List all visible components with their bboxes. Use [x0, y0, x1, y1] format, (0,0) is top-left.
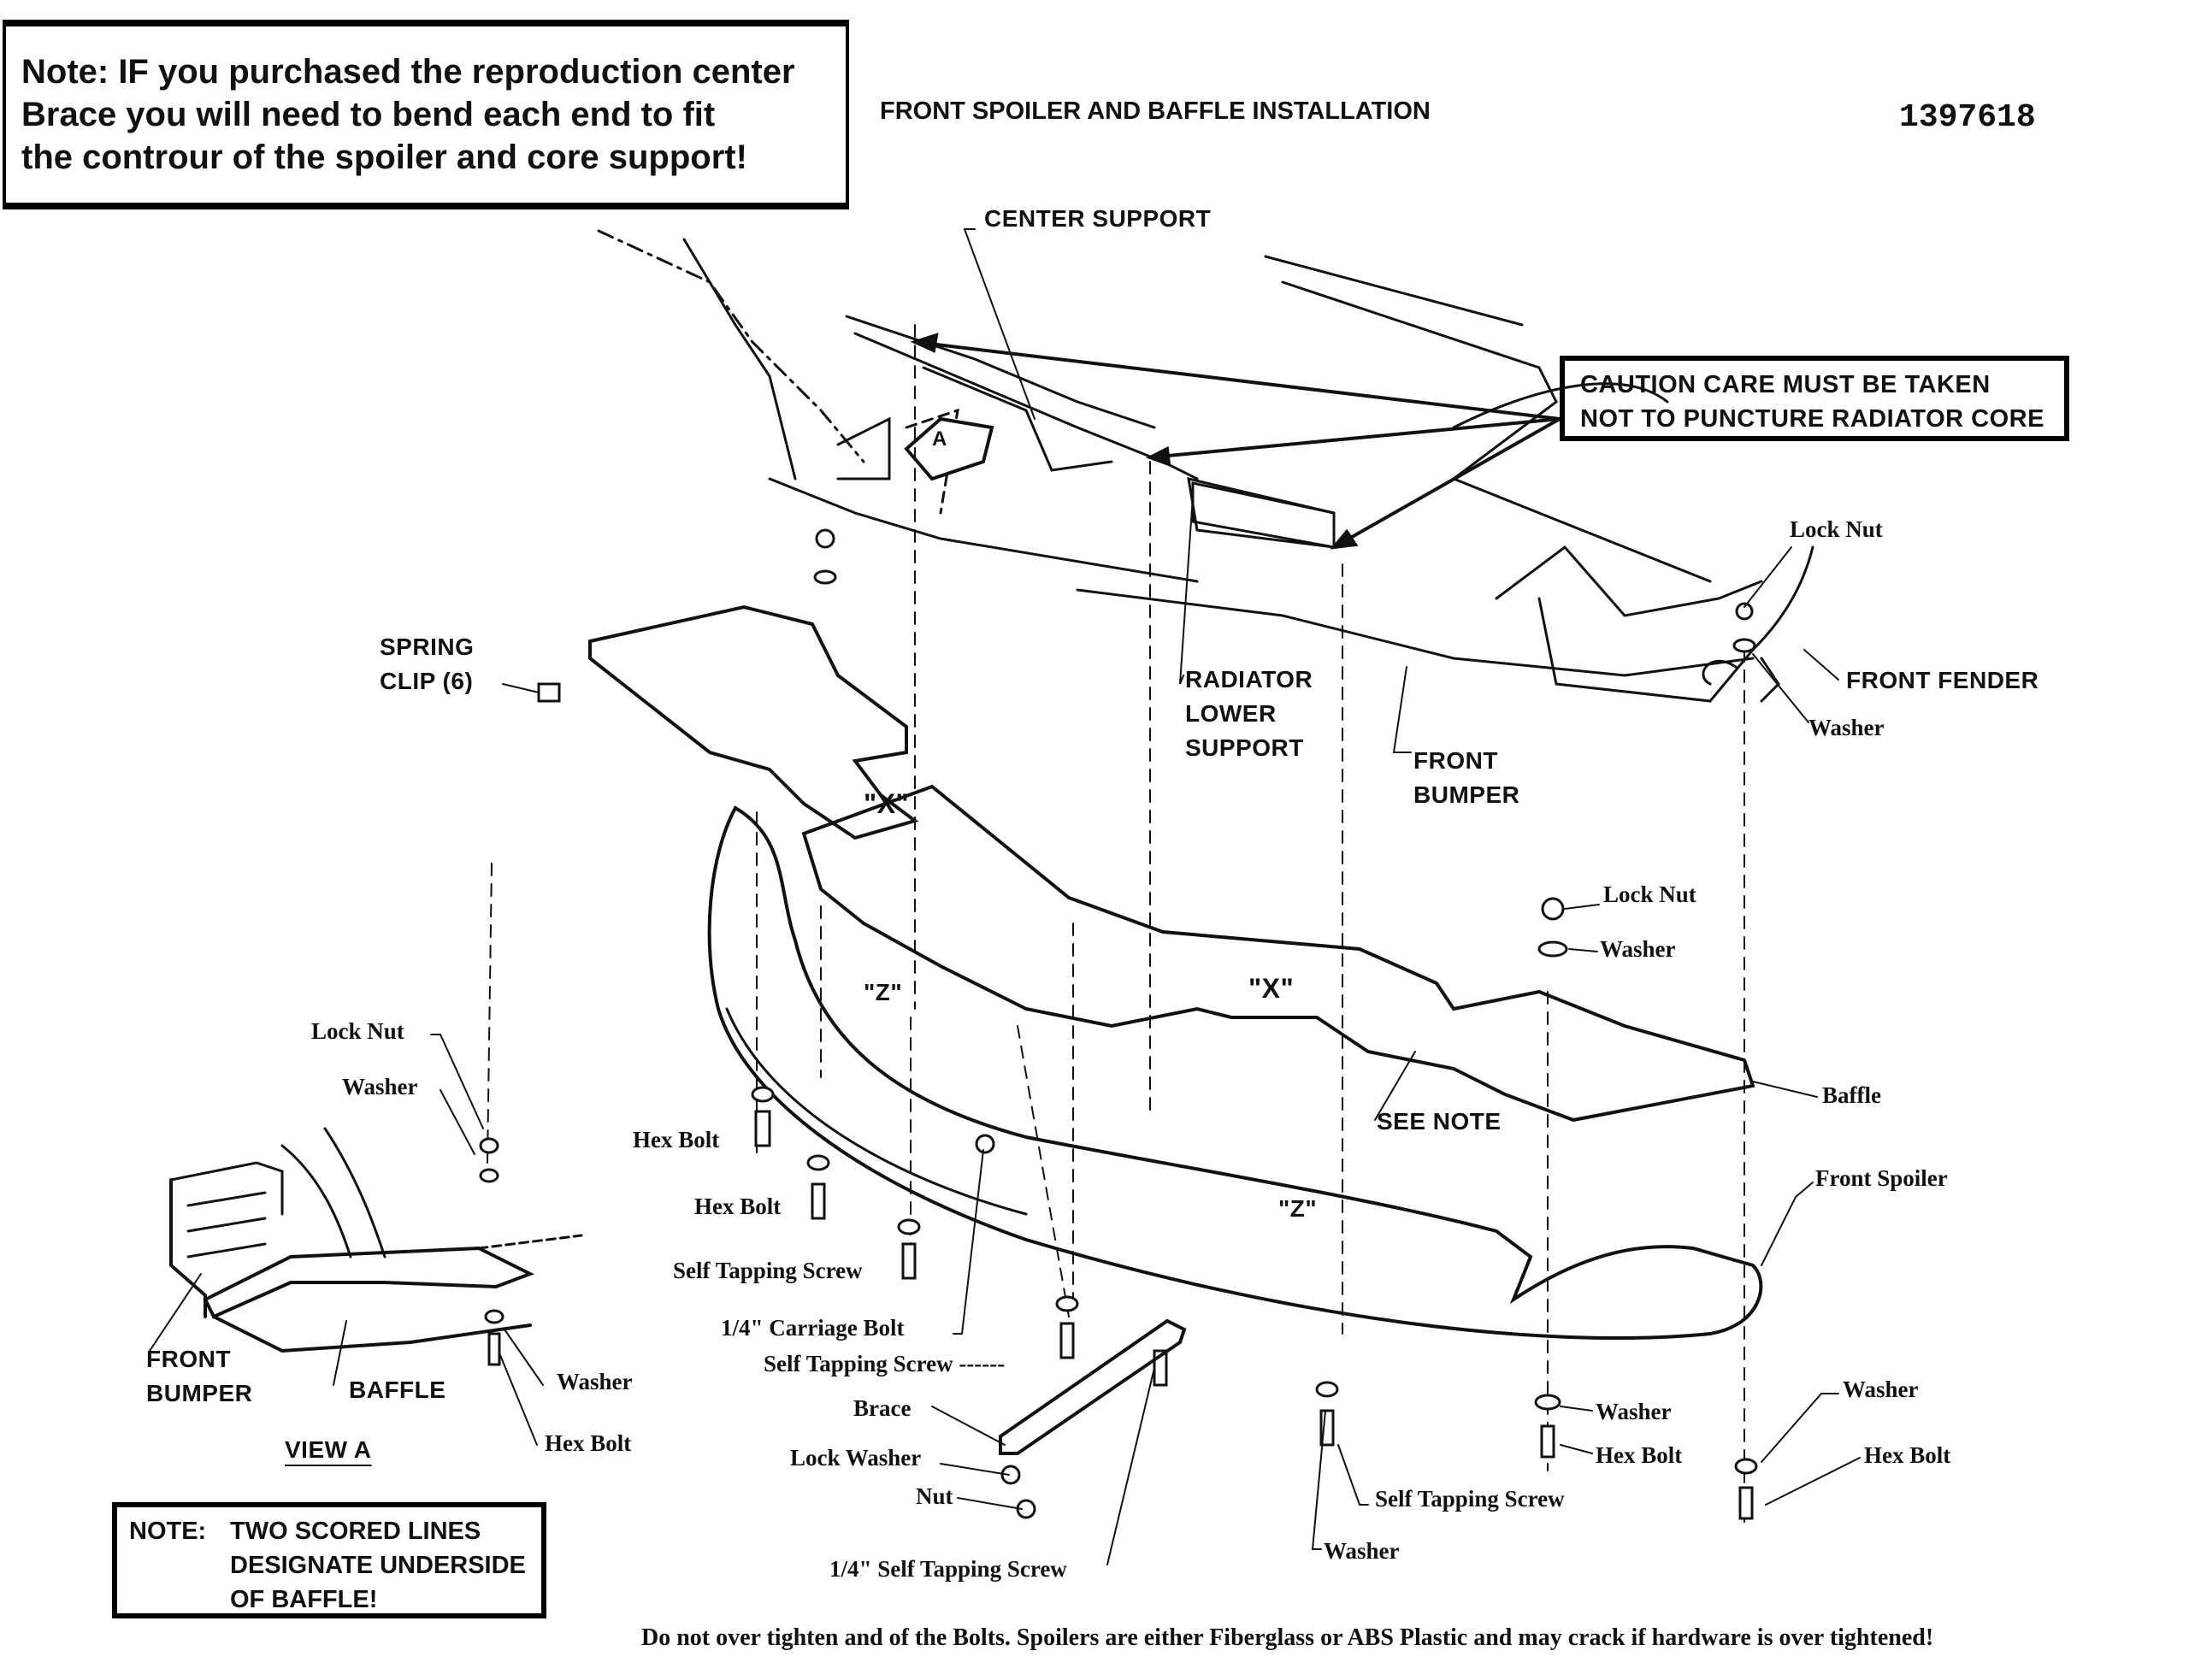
diagram-title: FRONT SPOILER AND BAFFLE INSTALLATION [880, 97, 1431, 125]
view-a-title: VIEW A [285, 1436, 372, 1463]
view-a-arrow [904, 416, 994, 481]
label-line: BUMPER [146, 1380, 253, 1406]
label-self-tapping-screw: Self Tapping Screw [1375, 1486, 1565, 1512]
note-line: Brace you will need to bend each end to … [21, 96, 716, 133]
label-lock-washer: Lock Washer [790, 1445, 922, 1471]
label-line: BUMPER [1413, 781, 1520, 808]
note-line: Note: IF you purchased the reproduction … [21, 53, 795, 91]
front-spoiler-drawing [707, 805, 1763, 1341]
note-line: DESIGNATE UNDERSIDE [230, 1552, 526, 1579]
assembly-lines [487, 324, 1745, 1523]
label-center-support: CENTER SUPPORT [984, 205, 1212, 232]
label-self-tapping-screw: Self Tapping Screw ------ [764, 1351, 1006, 1376]
label-line: SPRING [380, 634, 475, 660]
label-brace: Brace [853, 1395, 912, 1421]
label-front-fender: FRONT FENDER [1846, 667, 2039, 693]
label-spring-clip: SPRING CLIP (6) [380, 630, 474, 699]
hardware-drawing [537, 528, 1758, 1520]
label-line: SUPPORT [1185, 734, 1304, 761]
label-quarter-self-tapping-screw: 1/4" Self Tapping Screw [829, 1556, 1067, 1582]
view-a-drawing [149, 1034, 583, 1446]
label-arrow-a: A [932, 427, 947, 451]
label-line: LOWER [1185, 700, 1277, 727]
caution-line: CAUTION CARE MUST BE TAKEN [1580, 371, 1991, 398]
caution-arrows [910, 333, 1561, 550]
label-front-spoiler: Front Spoiler [1815, 1165, 1948, 1191]
label-lock-nut-fender: Lock Nut [1790, 516, 1883, 542]
label-z-left: "Z" [864, 979, 903, 1005]
label-hex-bolt: Hex Bolt [694, 1194, 782, 1219]
note-line: TWO SCORED LINES [230, 1518, 481, 1545]
leader-lines [502, 228, 1861, 1565]
label-lock-nut-mid: Lock Nut [1603, 881, 1696, 907]
label-baffle: Baffle [1822, 1082, 1881, 1108]
view-a-lock-nut: Lock Nut [311, 1018, 404, 1044]
label-radiator-lower-support: RADIATOR LOWER SUPPORT [1185, 663, 1313, 765]
label-x-right: "X" [1248, 973, 1295, 1004]
reproduction-brace-note: Note: IF you purchased the reproduction … [3, 20, 849, 209]
label-hex-bolt: Hex Bolt [1596, 1442, 1683, 1468]
view-a-front-bumper: FRONT BUMPER [146, 1342, 252, 1411]
label-line: RADIATOR [1185, 666, 1313, 693]
baffle-drawing [588, 604, 919, 840]
caution-box: CAUTION CARE MUST BE TAKEN NOT TO PUNCTU… [1560, 356, 2069, 441]
brace-drawing [999, 1318, 1187, 1455]
scored-lines-note: NOTE: TWO SCORED LINES DESIGNATE UNDERSID… [112, 1502, 546, 1618]
baffle-drawing-main [801, 784, 1755, 1123]
label-line: CLIP (6) [380, 668, 474, 694]
caution-line: NOT TO PUNCTURE RADIATOR CORE [1580, 405, 2044, 433]
view-a-hex-bolt: Hex Bolt [545, 1430, 632, 1456]
spoiler-edge [725, 1007, 1028, 1216]
view-a-washer: Washer [342, 1074, 418, 1099]
view-a-washer: Washer [557, 1369, 633, 1394]
core-support-drawing [597, 229, 1814, 703]
note-line: OF BAFFLE! [230, 1586, 378, 1613]
label-nut: Nut [916, 1483, 953, 1509]
label-self-tapping-screw: Self Tapping Screw [673, 1258, 863, 1283]
label-line: FRONT [146, 1346, 231, 1372]
label-x-left: "X" [864, 788, 910, 819]
label-hex-bolt: Hex Bolt [1864, 1442, 1951, 1468]
view-a-baffle: BAFFLE [349, 1376, 446, 1403]
label-washer-mid: Washer [1600, 936, 1676, 962]
label-washer: Washer [1596, 1399, 1672, 1424]
label-washer-fender: Washer [1808, 715, 1885, 740]
footer-warning: Do not over tighten and of the Bolts. Sp… [641, 1624, 1934, 1651]
note-prefix: NOTE: [129, 1518, 207, 1545]
label-z-right: "Z" [1278, 1195, 1318, 1222]
note-line: the controur of the spoiler and core sup… [21, 139, 747, 176]
label-line: FRONT [1413, 747, 1498, 774]
label-see-note: SEE NOTE [1377, 1108, 1502, 1135]
label-washer: Washer [1843, 1376, 1919, 1402]
label-front-bumper: FRONT BUMPER [1413, 744, 1519, 812]
part-number: 1397618 [1899, 99, 2036, 136]
label-carriage-bolt: 1/4" Carriage Bolt [721, 1315, 905, 1341]
label-hex-bolt: Hex Bolt [633, 1127, 720, 1152]
label-washer: Washer [1324, 1538, 1400, 1564]
